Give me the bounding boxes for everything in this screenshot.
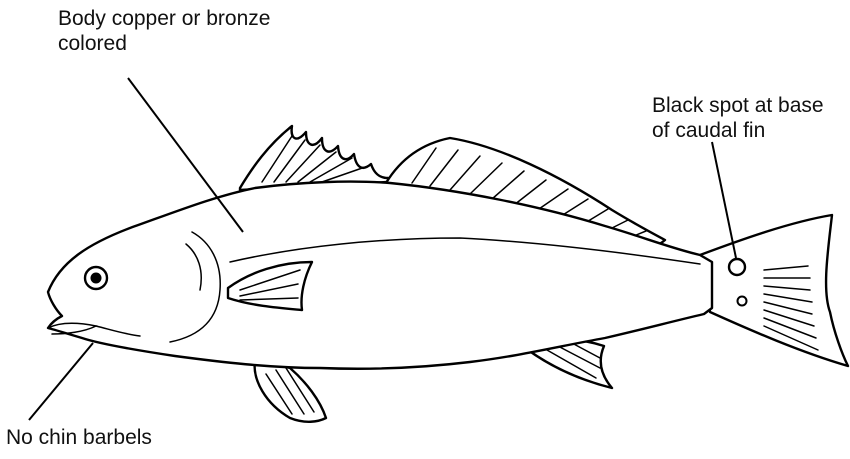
black-spot-annotation: Black spot at base of caudal fin	[652, 93, 824, 143]
black-spot-leader-line	[712, 142, 736, 258]
chin-leader-line	[29, 343, 93, 420]
pelvic-fin	[255, 360, 326, 422]
body-color-annotation-line1: Body copper or bronze	[58, 6, 270, 31]
body-color-annotation-line2: colored	[58, 31, 270, 56]
caudal-fin	[700, 215, 848, 366]
black-spot-annotation-line2: of caudal fin	[652, 118, 824, 143]
chin-annotation-line1: No chin barbels	[6, 425, 152, 450]
black-spot-annotation-line1: Black spot at base	[652, 93, 824, 118]
eye	[85, 267, 107, 289]
caudal-spot	[729, 259, 745, 275]
spiny-dorsal-fin	[240, 126, 388, 190]
chin-annotation: No chin barbels	[6, 425, 152, 450]
secondary-spot	[738, 297, 747, 306]
body-color-annotation: Body copper or bronze colored	[58, 6, 270, 56]
